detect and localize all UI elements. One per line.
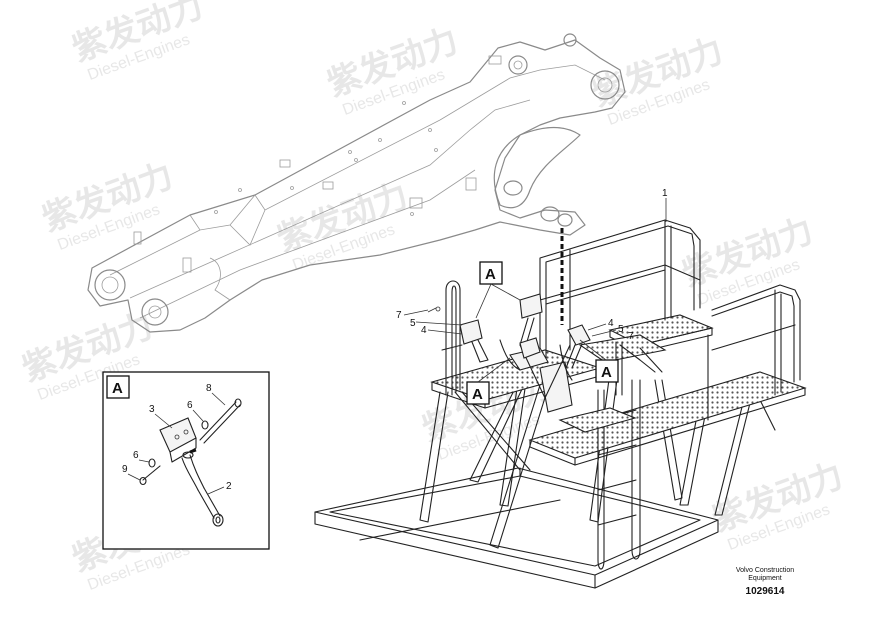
- callout-5-right: 5: [618, 324, 624, 335]
- callout-4-right: 4: [608, 318, 614, 329]
- drawing-footer: Volvo Construction Equipment 1029614: [736, 567, 794, 597]
- watermark-3: 紫发动力 Diesel-Engines: [587, 32, 728, 129]
- watermark-1: 紫发动力 Diesel-Engines: [67, 0, 208, 84]
- callout-7-left: 7: [396, 310, 402, 321]
- callout-7-right: 7: [628, 331, 634, 342]
- detail-callout-2: 2: [226, 481, 232, 492]
- detail-label-box: [106, 375, 130, 399]
- watermark-2: 紫发动力 Diesel-Engines: [322, 22, 463, 119]
- watermark-10: 紫发动力 Diesel-Engines: [707, 457, 848, 554]
- detail-callout-6-bottom: 6: [133, 450, 139, 461]
- detail-label: A: [112, 380, 123, 397]
- maintenance-platform: [314, 219, 807, 589]
- callout-1: 1: [662, 188, 668, 199]
- callout-4-left: 4: [421, 325, 427, 336]
- detail-callout-3: 3: [149, 404, 155, 415]
- detail-callout-8: 8: [206, 383, 212, 394]
- company-line-1: Volvo Construction: [736, 567, 794, 574]
- company-line-2: Equipment: [748, 575, 782, 582]
- callout-5-left: 5: [410, 318, 416, 329]
- detail-view-a: A 8 3 6 6 9 2: [102, 371, 270, 550]
- detail-callout-9: 9: [122, 464, 128, 475]
- excavator-boom: [87, 33, 626, 333]
- watermark-4: 紫发动力 Diesel-Engines: [37, 157, 178, 254]
- detail-ref-right: A: [601, 364, 612, 381]
- detail-ref-top: A: [485, 266, 496, 283]
- detail-ref-left: A: [472, 386, 483, 403]
- drawing-number: 1029614: [746, 586, 785, 597]
- detail-ref-box-right: [595, 359, 619, 383]
- detail-callout-6-top: 6: [187, 400, 193, 411]
- watermark-5: 紫发动力 Diesel-Engines: [272, 177, 413, 274]
- main-callouts: 1 7 5 4 4 5 7 A A A: [396, 188, 668, 405]
